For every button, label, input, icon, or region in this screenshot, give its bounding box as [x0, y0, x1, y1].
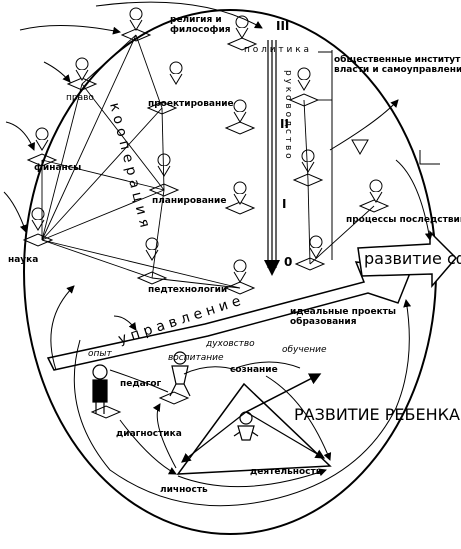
label-activity: деятельность — [250, 467, 322, 477]
label-consciousness: сознание — [230, 365, 278, 375]
curved-arrows — [3, 1, 440, 507]
person-icon — [233, 99, 247, 123]
label-zero: 0 — [284, 255, 292, 269]
label-roman-1: I — [282, 197, 286, 211]
svg-text:р у к о в о д с т в о: р у к о в о д с т в о — [283, 70, 293, 159]
label-child-development: РАЗВИТИЕ РЕБЕНКА — [294, 405, 460, 424]
person-icon — [235, 15, 249, 39]
label-processes: процессы последствий — [346, 215, 461, 225]
label-cooperation: к о о п е р а ц и я — [106, 101, 152, 229]
triangle-inner-a — [245, 373, 322, 413]
person-icon — [233, 181, 247, 205]
management-band — [46, 261, 414, 371]
person-icon — [169, 61, 183, 85]
label-spirituality: духовство — [205, 339, 255, 349]
label-experience: опыт — [88, 349, 112, 359]
label-roman-2: II — [280, 117, 289, 131]
node-diamonds — [22, 28, 390, 419]
label-pedagogue: педагог — [120, 379, 162, 389]
label-leadership: р у к о в о д с т в о — [283, 70, 293, 159]
label-roman-3: III — [276, 19, 289, 33]
person-icon — [35, 127, 49, 151]
label-science: наука — [8, 255, 38, 265]
triangle-inner-c — [245, 411, 326, 459]
label-diagnostics: диагностика — [116, 429, 182, 439]
label-learning: обучение — [282, 345, 327, 355]
leadership-line-arrow — [264, 260, 280, 276]
person-icon — [233, 259, 247, 283]
center-child-figure — [233, 411, 259, 441]
svg-text:к о о п е р а ц и я: к о о п е р а ц и я — [106, 101, 152, 229]
label-personality: личность — [160, 485, 208, 495]
development-triangle — [176, 382, 332, 475]
pedagogue-figure — [92, 364, 108, 414]
label-law: право — [66, 93, 94, 103]
person-icon — [129, 7, 143, 31]
connection-lines — [41, 34, 375, 289]
label-upbringing: воспитание — [168, 353, 224, 363]
person-icons — [31, 7, 383, 283]
person-icon — [297, 67, 311, 91]
person-icon — [309, 235, 323, 259]
label-finance: финансы — [34, 163, 81, 173]
person-icon — [157, 153, 171, 177]
child-figure — [169, 351, 191, 397]
label-politics: п о л и т и к а — [244, 45, 309, 55]
triangle-inner-b — [181, 411, 247, 463]
label-planning: планирование — [152, 196, 226, 206]
person-icon — [75, 57, 89, 81]
sphere-arrow — [357, 230, 458, 289]
label-sphere-development: развитие сферы — [364, 249, 461, 268]
label-design: проектирование — [148, 99, 234, 109]
person-icon — [301, 149, 315, 173]
person-icon — [145, 237, 159, 261]
person-icon — [369, 179, 383, 203]
label-pedtech: педтехнологии — [148, 285, 227, 295]
